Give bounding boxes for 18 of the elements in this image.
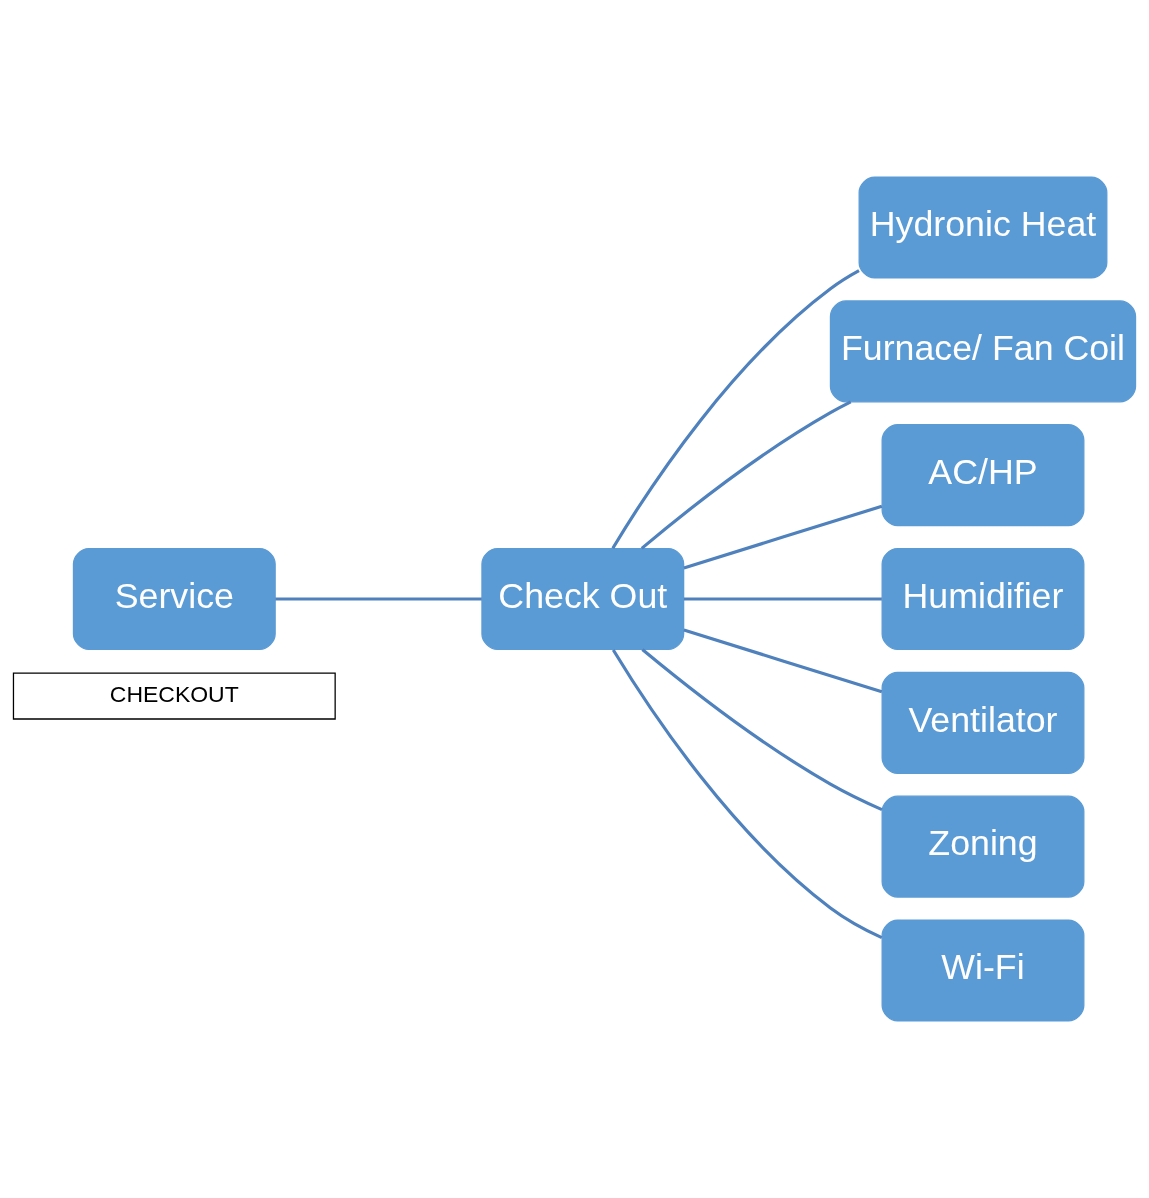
node-box: Ventilator xyxy=(881,671,1085,774)
connector xyxy=(275,597,482,601)
node-box: Zoning xyxy=(881,795,1085,898)
connector xyxy=(641,648,883,812)
connector xyxy=(683,504,883,570)
node-box: Humidifier xyxy=(881,547,1085,651)
connector xyxy=(683,628,883,694)
node-box: Furnace/ Fan Coil xyxy=(829,300,1137,403)
connector xyxy=(683,597,882,601)
connector xyxy=(611,269,860,550)
node-box: Hydronic Heat xyxy=(858,176,1108,279)
connector xyxy=(611,649,883,940)
node-box: CHECKOUT xyxy=(12,672,336,720)
node-box: AC/HP xyxy=(881,424,1085,527)
node-box: Service xyxy=(72,547,276,651)
node-box: Wi-Fi xyxy=(881,919,1085,1022)
node-box: Check Out xyxy=(481,547,685,651)
connector xyxy=(640,400,852,550)
